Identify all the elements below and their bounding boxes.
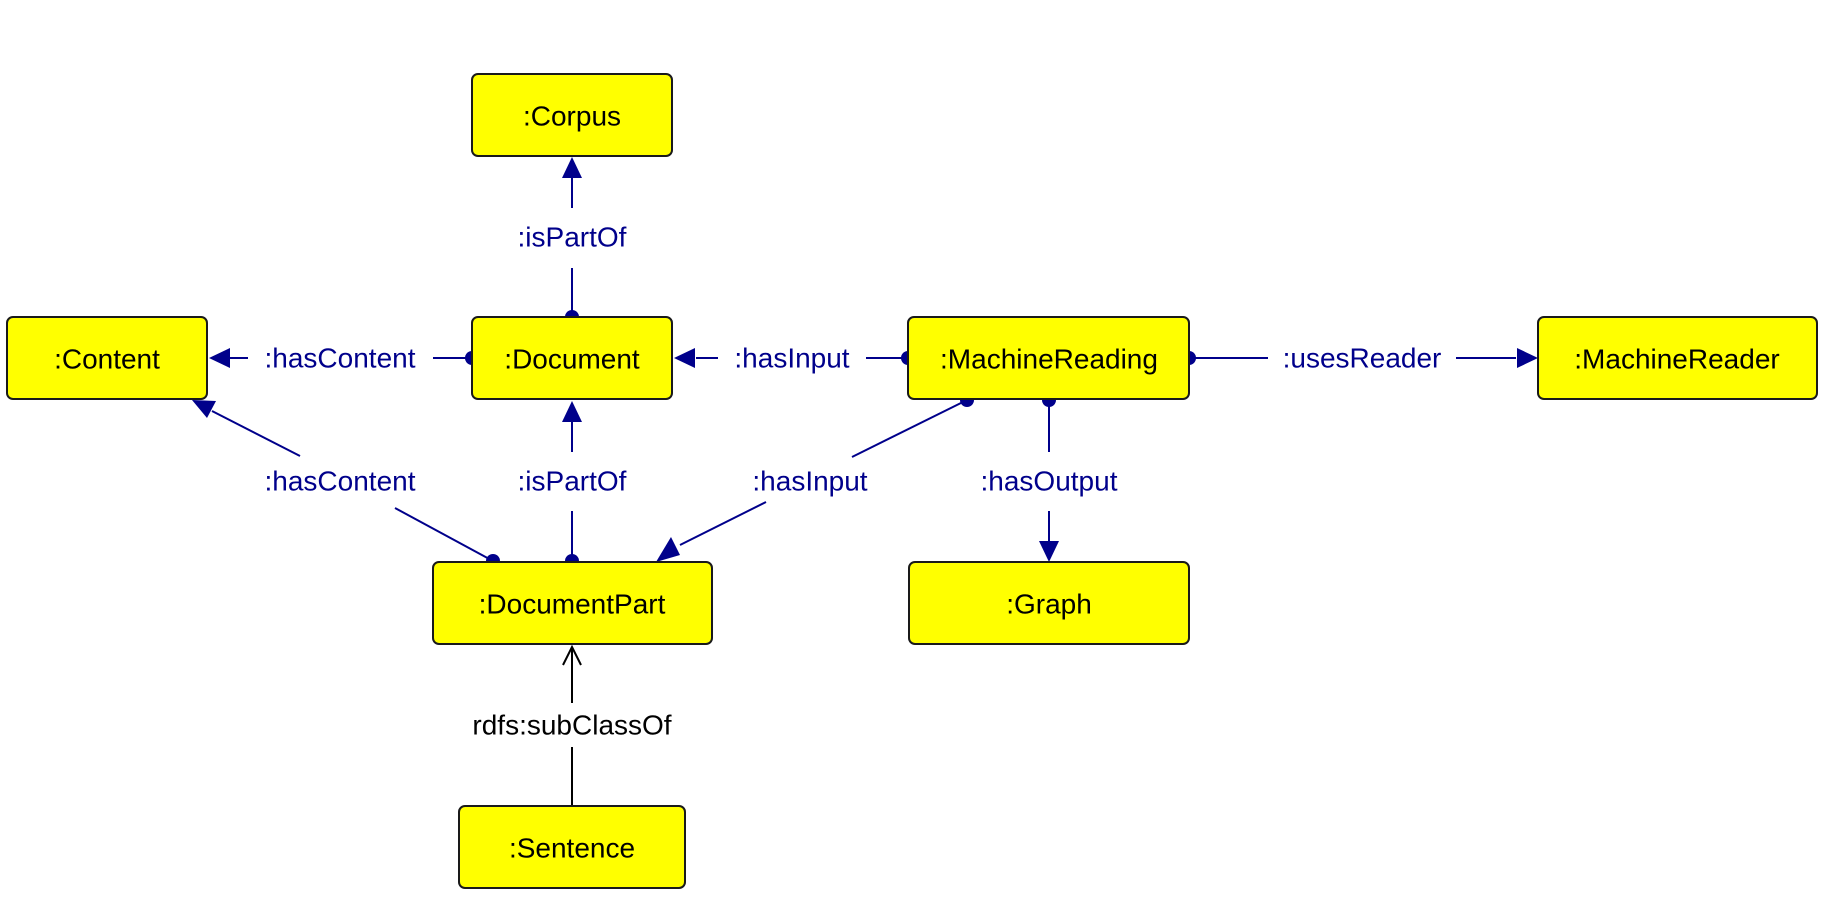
node-document-part: :DocumentPart [432,561,713,645]
edge-documentpart-hascontent-content: :hasContent [192,400,500,568]
edge-machinereading-usesreader-machinereader: :usesReader [1182,343,1538,374]
edge-arrowhead [562,401,582,422]
edge-sentence-subclassof-documentpart: rdfs:subClassOf [472,644,672,805]
node-document: :Document [471,316,673,400]
node-label-machine-reading: :MachineReading [940,344,1158,375]
node-label-document: :Document [504,344,640,375]
node-sentence: :Sentence [458,805,686,889]
edge-label-hasinput: :hasInput [752,466,867,497]
node-label-sentence: :Sentence [509,833,635,864]
edge-documentpart-ispartof-document: :isPartOf [518,401,627,568]
node-machine-reader: :MachineReader [1537,316,1818,400]
node-label-machine-reader: :MachineReader [1574,344,1779,375]
edge-label-ispartof: :isPartOf [518,222,627,253]
edge-machinereading-hasinput-document: :hasInput [674,343,915,374]
edge-arrowhead [562,157,582,178]
edge-arrowhead [1039,541,1059,562]
edge-arrowhead [192,400,216,418]
node-graph: :Graph [908,561,1190,645]
node-label-document-part: :DocumentPart [479,589,666,620]
node-label-graph: :Graph [1006,589,1092,620]
node-label-corpus: :Corpus [523,101,621,132]
edge-label-hascontent: :hasContent [265,466,416,497]
edge-arrowhead [674,348,695,368]
edge-open-arrowhead [562,644,582,666]
edge-label-hasinput: :hasInput [734,343,849,374]
edge-arrowhead [209,348,230,368]
edge-arrowhead [1517,348,1538,368]
edge-document-ispartof-corpus: :isPartOf [518,157,627,324]
edge-label-usesreader: :usesReader [1283,343,1442,374]
node-content: :Content [6,316,208,400]
edge-arrowhead [656,537,680,562]
node-machine-reading: :MachineReading [907,316,1190,400]
edge-label-hascontent: :hasContent [265,343,416,374]
node-corpus: :Corpus [471,73,673,157]
node-label-content: :Content [54,344,160,375]
edge-label-hasoutput: :hasOutput [981,466,1118,497]
edge-machinereading-hasoutput-graph: :hasOutput [981,393,1118,562]
edge-label-ispartof: :isPartOf [518,466,627,497]
edge-document-hascontent-content: :hasContent [209,343,479,374]
edge-label-subclassof: rdfs:subClassOf [472,710,671,741]
edge-machinereading-hasinput-documentpart: :hasInput [656,393,974,562]
